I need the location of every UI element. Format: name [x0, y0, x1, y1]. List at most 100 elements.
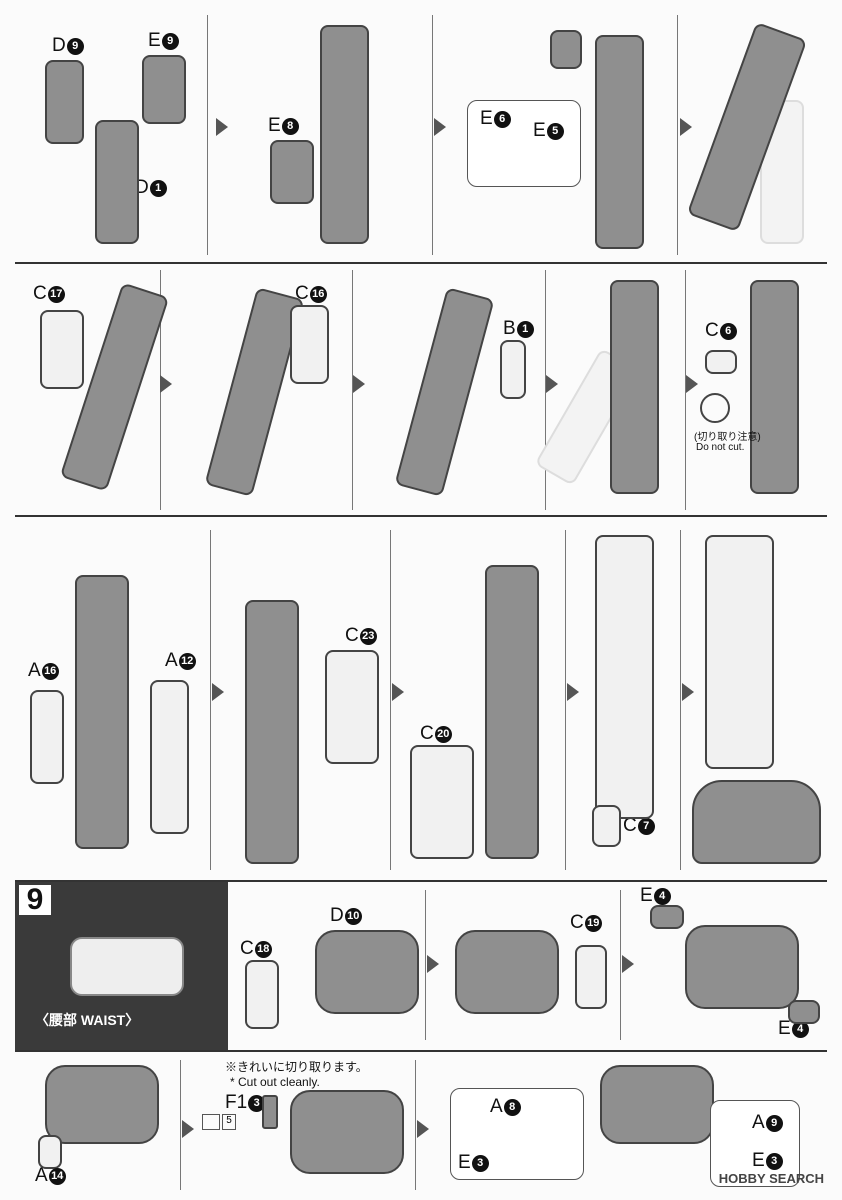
waist-frame: [685, 925, 799, 1009]
arm-frame: [610, 280, 659, 494]
step-arrow-icon: [434, 118, 446, 136]
step-arrow-icon: [212, 683, 224, 701]
detail-callout: [467, 100, 581, 187]
part-b1: [500, 340, 526, 399]
divider: [545, 270, 546, 510]
part-c6: [705, 350, 737, 374]
foot: [692, 780, 821, 864]
part-f1-3: [262, 1095, 278, 1129]
do-not-cut-icon: [700, 393, 730, 423]
divider: [565, 530, 566, 870]
step-arrow-icon: [353, 375, 365, 393]
step-arrow-icon: [417, 1120, 429, 1138]
section-title: 〈腰部 WAIST〉: [35, 1012, 140, 1028]
leg-frame: [75, 575, 129, 849]
divider: [425, 890, 426, 1040]
waist-frame: [45, 1065, 159, 1144]
waist-frame: [455, 930, 559, 1014]
leg-assembled: [595, 535, 654, 819]
divider: [180, 1060, 181, 1190]
divider: [415, 1060, 416, 1190]
part-e4: [650, 905, 684, 929]
part-e4: [788, 1000, 820, 1024]
divider: [352, 270, 353, 510]
leg-frame: [245, 600, 299, 864]
part-a16: [30, 690, 64, 784]
part-a12: [150, 680, 189, 834]
divider: [680, 530, 681, 870]
arm-frame: [95, 120, 139, 244]
part-c23: [325, 650, 379, 764]
part-c18: [245, 960, 279, 1029]
part-e9: [142, 55, 186, 124]
leg-assembled: [705, 535, 774, 769]
part-c19: [575, 945, 607, 1009]
part-c16: [290, 305, 329, 384]
waist-highlight: [70, 937, 184, 996]
step-arrow-icon: [622, 955, 634, 973]
divider: [15, 262, 827, 264]
step-arrow-icon: [427, 955, 439, 973]
watermark: HOBBY SEARCH: [718, 1171, 824, 1186]
tool-number: 5: [222, 1114, 236, 1130]
nipper-icon: [202, 1114, 220, 1130]
divider: [210, 530, 211, 870]
caution-jp: (切り取り注意): [694, 432, 761, 443]
step-number: 9: [19, 885, 51, 915]
step-arrow-icon: [160, 375, 172, 393]
part-d9: [45, 60, 84, 144]
step-arrow-icon: [686, 375, 698, 393]
divider: [677, 15, 678, 255]
cut-note-en: * Cut out cleanly.: [230, 1075, 320, 1089]
divider: [390, 530, 391, 870]
part-c20: [410, 745, 474, 859]
part-c17: [40, 310, 84, 389]
cut-note-jp: ※きれいに切り取ります。: [225, 1060, 368, 1074]
caution-en: Do not cut.: [696, 442, 745, 453]
waist-frame: [315, 930, 419, 1014]
part-a14: [38, 1135, 62, 1169]
waist-photo: 9 〈腰部 WAIST〉: [15, 882, 228, 1050]
divider: [207, 15, 208, 255]
arm-frame: [595, 35, 644, 249]
arm-frame: [394, 287, 495, 497]
detail-callout: [710, 1100, 800, 1187]
step-arrow-icon: [567, 683, 579, 701]
arm-frame: [320, 25, 369, 244]
step-arrow-icon: [182, 1120, 194, 1138]
divider: [620, 890, 621, 1040]
divider: [685, 270, 686, 510]
divider: [15, 1050, 827, 1052]
arm-frame: [750, 280, 799, 494]
leg-frame: [485, 565, 539, 859]
step-arrow-icon: [682, 683, 694, 701]
part-e6: [550, 30, 582, 69]
waist-frame: [600, 1065, 714, 1144]
divider: [432, 15, 433, 255]
